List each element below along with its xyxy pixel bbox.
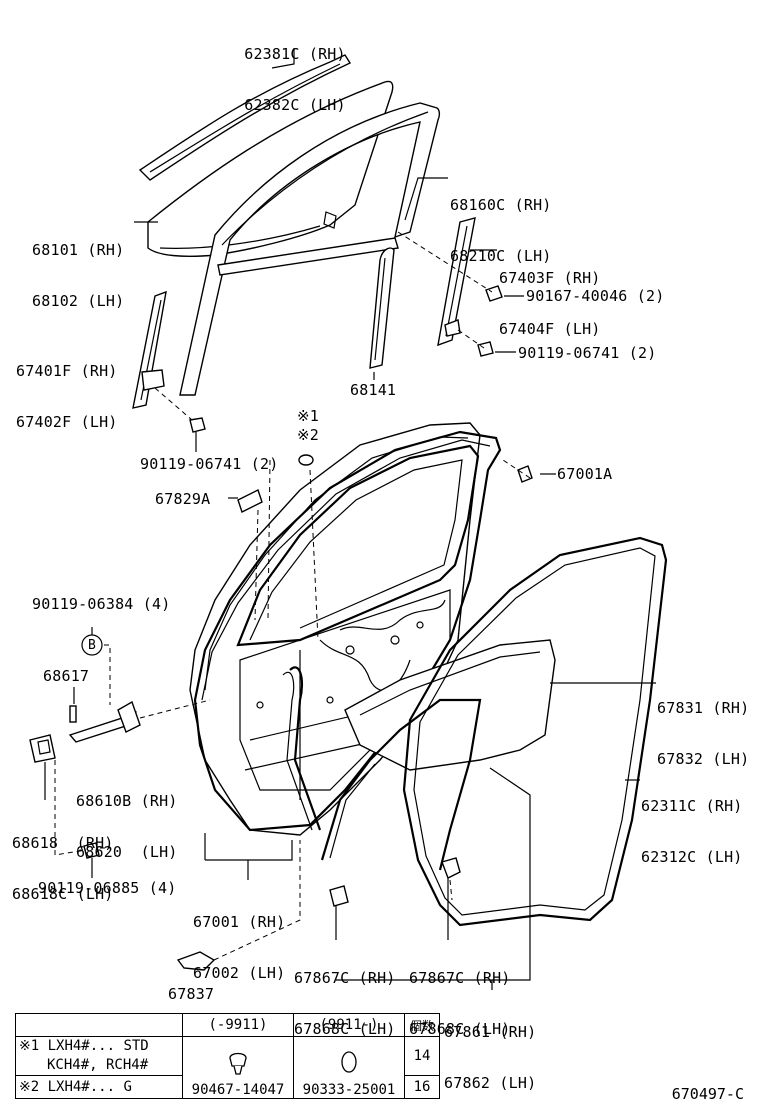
part-number: 68210C (LH) [450, 247, 552, 265]
callout-90119-06885: 90119-06885 (4) [38, 879, 177, 897]
plug-icon [341, 1051, 357, 1073]
callout-90119-06384: 90119-06384 (4) [32, 595, 171, 613]
clip-67867C-b [441, 857, 461, 879]
part-number-2: 90333-25001 [302, 1082, 396, 1098]
table-row: ※1 LXH4#... STD KCH4#, RCH4# 90467-14047… [15, 1036, 440, 1099]
part-number: 68618C (LH) [12, 885, 114, 903]
callout-62311C: 62311C (RH) 62312C (LH) [641, 764, 743, 883]
callout-67831: 67831 (RH) 67832 (LH) [657, 666, 749, 785]
part-number: 62312C (LH) [641, 848, 743, 866]
callout-67861: 67861 (RH) 67862 (LH) [444, 990, 536, 1109]
glass-run-channel [179, 102, 441, 396]
part-number: 68160C (RH) [450, 196, 552, 214]
callout-68610B: 68610B (RH) 68620 (LH) [76, 759, 178, 878]
part-cell-2: 90333-25001 [293, 1036, 405, 1099]
row-1-line-2: KCH4#, RCH4# [47, 1057, 149, 1073]
part-number: 67002 (LH) [193, 964, 286, 982]
col-header-qty: 個数 [404, 1013, 440, 1037]
callout-68141: 68141 [350, 381, 397, 399]
table-corner [15, 1013, 183, 1037]
callout-68618: 68618 (RH) 68618C (LH) [12, 801, 114, 920]
table-row: ※2 LXH4#... G 16 [15, 1075, 440, 1099]
callout-67837: 67837 [168, 985, 215, 1003]
pin-68617 [69, 705, 77, 723]
col-header-before: (-9911) [182, 1013, 294, 1037]
part-number: 67867C (RH) [409, 969, 511, 987]
front-sash [132, 290, 167, 409]
glass-run-bottom [217, 237, 399, 276]
note-2: ※2 [297, 426, 319, 444]
part-number: 67403F (RH) [499, 269, 601, 287]
bolt-90119-upper [477, 341, 494, 357]
part-number: 68618 (RH) [12, 834, 114, 852]
note-1: ※1 [297, 407, 319, 425]
part-number: 67862 (LH) [444, 1074, 537, 1092]
part-cell-1: 90467-14047 [182, 1036, 294, 1099]
qty-1: 14 [404, 1036, 440, 1076]
part-number: 67402F (LH) [16, 413, 118, 431]
hole-plug [298, 454, 314, 466]
door-weatherstrip [193, 430, 502, 832]
opening-trim [402, 536, 668, 927]
clip-icon [229, 1052, 247, 1075]
callout-67403F: 67403F (RH) 67404F (LH) [499, 236, 601, 355]
part-number: 62311C (RH) [641, 797, 743, 815]
hinge-68618 [29, 734, 56, 763]
bolt-90119-left [189, 417, 206, 433]
bolt-90167 [485, 285, 503, 302]
part-number: 67832 (LH) [657, 750, 750, 768]
door-opening-weatherstrip [320, 698, 482, 871]
part-number: 67831 (RH) [657, 699, 750, 717]
part-number: 68101 (RH) [32, 241, 125, 259]
pad-67829A [237, 489, 263, 513]
callout-90167: 90167-40046 (2) [526, 287, 665, 305]
part-number: 67404F (LH) [499, 320, 601, 338]
row-2-label: ※2 LXH4#... G [15, 1075, 183, 1099]
applicability-table: (-9911) (9911-) 個数 ※1 LXH4#... STD KCH4#… [15, 1013, 440, 1099]
callout-67001A: 67001A [557, 465, 613, 483]
part-number: 67861 (RH) [444, 1023, 537, 1041]
qty-2: 16 [404, 1075, 440, 1099]
clip-67001A [517, 465, 533, 483]
table-header-row: (-9911) (9911-) 個数 [15, 1013, 440, 1037]
bolt-90119-06885 [83, 842, 100, 859]
callout-90119-upper: 90119-06741 (2) [518, 344, 657, 362]
part-number: 68610B (RH) [76, 792, 178, 810]
callout-68617: 68617 [43, 667, 90, 685]
part-number: 62382C (LH) [244, 96, 346, 114]
part-number: 68620 (LH) [76, 843, 178, 861]
circle-b-label: B [87, 638, 97, 653]
door-glass [147, 80, 394, 257]
bracket-67837 [176, 951, 216, 971]
clip-67867C-a [329, 885, 349, 907]
part-number: 67001 (RH) [193, 913, 286, 931]
part-number: 67867C (RH) [294, 969, 396, 987]
part-number-1: 90467-14047 [191, 1082, 285, 1098]
part-number: 68102 (LH) [32, 292, 125, 310]
outer-belt-moulding [138, 54, 352, 181]
row-1-line-1: ※1 LXH4#... STD [19, 1038, 149, 1054]
division-bar [369, 247, 395, 369]
part-number: 67401F (RH) [16, 362, 118, 380]
part-number: 62381C (RH) [244, 45, 346, 63]
callout-68160C: 68160C (RH) 68210C (LH) [450, 163, 552, 282]
callout-62381C: 62381C (RH) 62382C (LH) [230, 12, 360, 131]
callout-68101: 68101 (RH) 68102 (LH) [32, 208, 124, 327]
callout-67829A: 67829A [155, 490, 211, 508]
door-service-hole-cover [344, 639, 556, 771]
row-1-label: ※1 LXH4#... STD KCH4#, RCH4# [15, 1036, 183, 1076]
callout-67001: 67001 (RH) 67002 (LH) [193, 880, 285, 999]
diagram-reference: 670497-C [671, 1085, 744, 1103]
callout-90119-left: 90119-06741 (2) [140, 455, 279, 473]
callout-67401F: 67401F (RH) 67402F (LH) [16, 329, 118, 448]
col-header-after: (9911-) [293, 1013, 405, 1037]
